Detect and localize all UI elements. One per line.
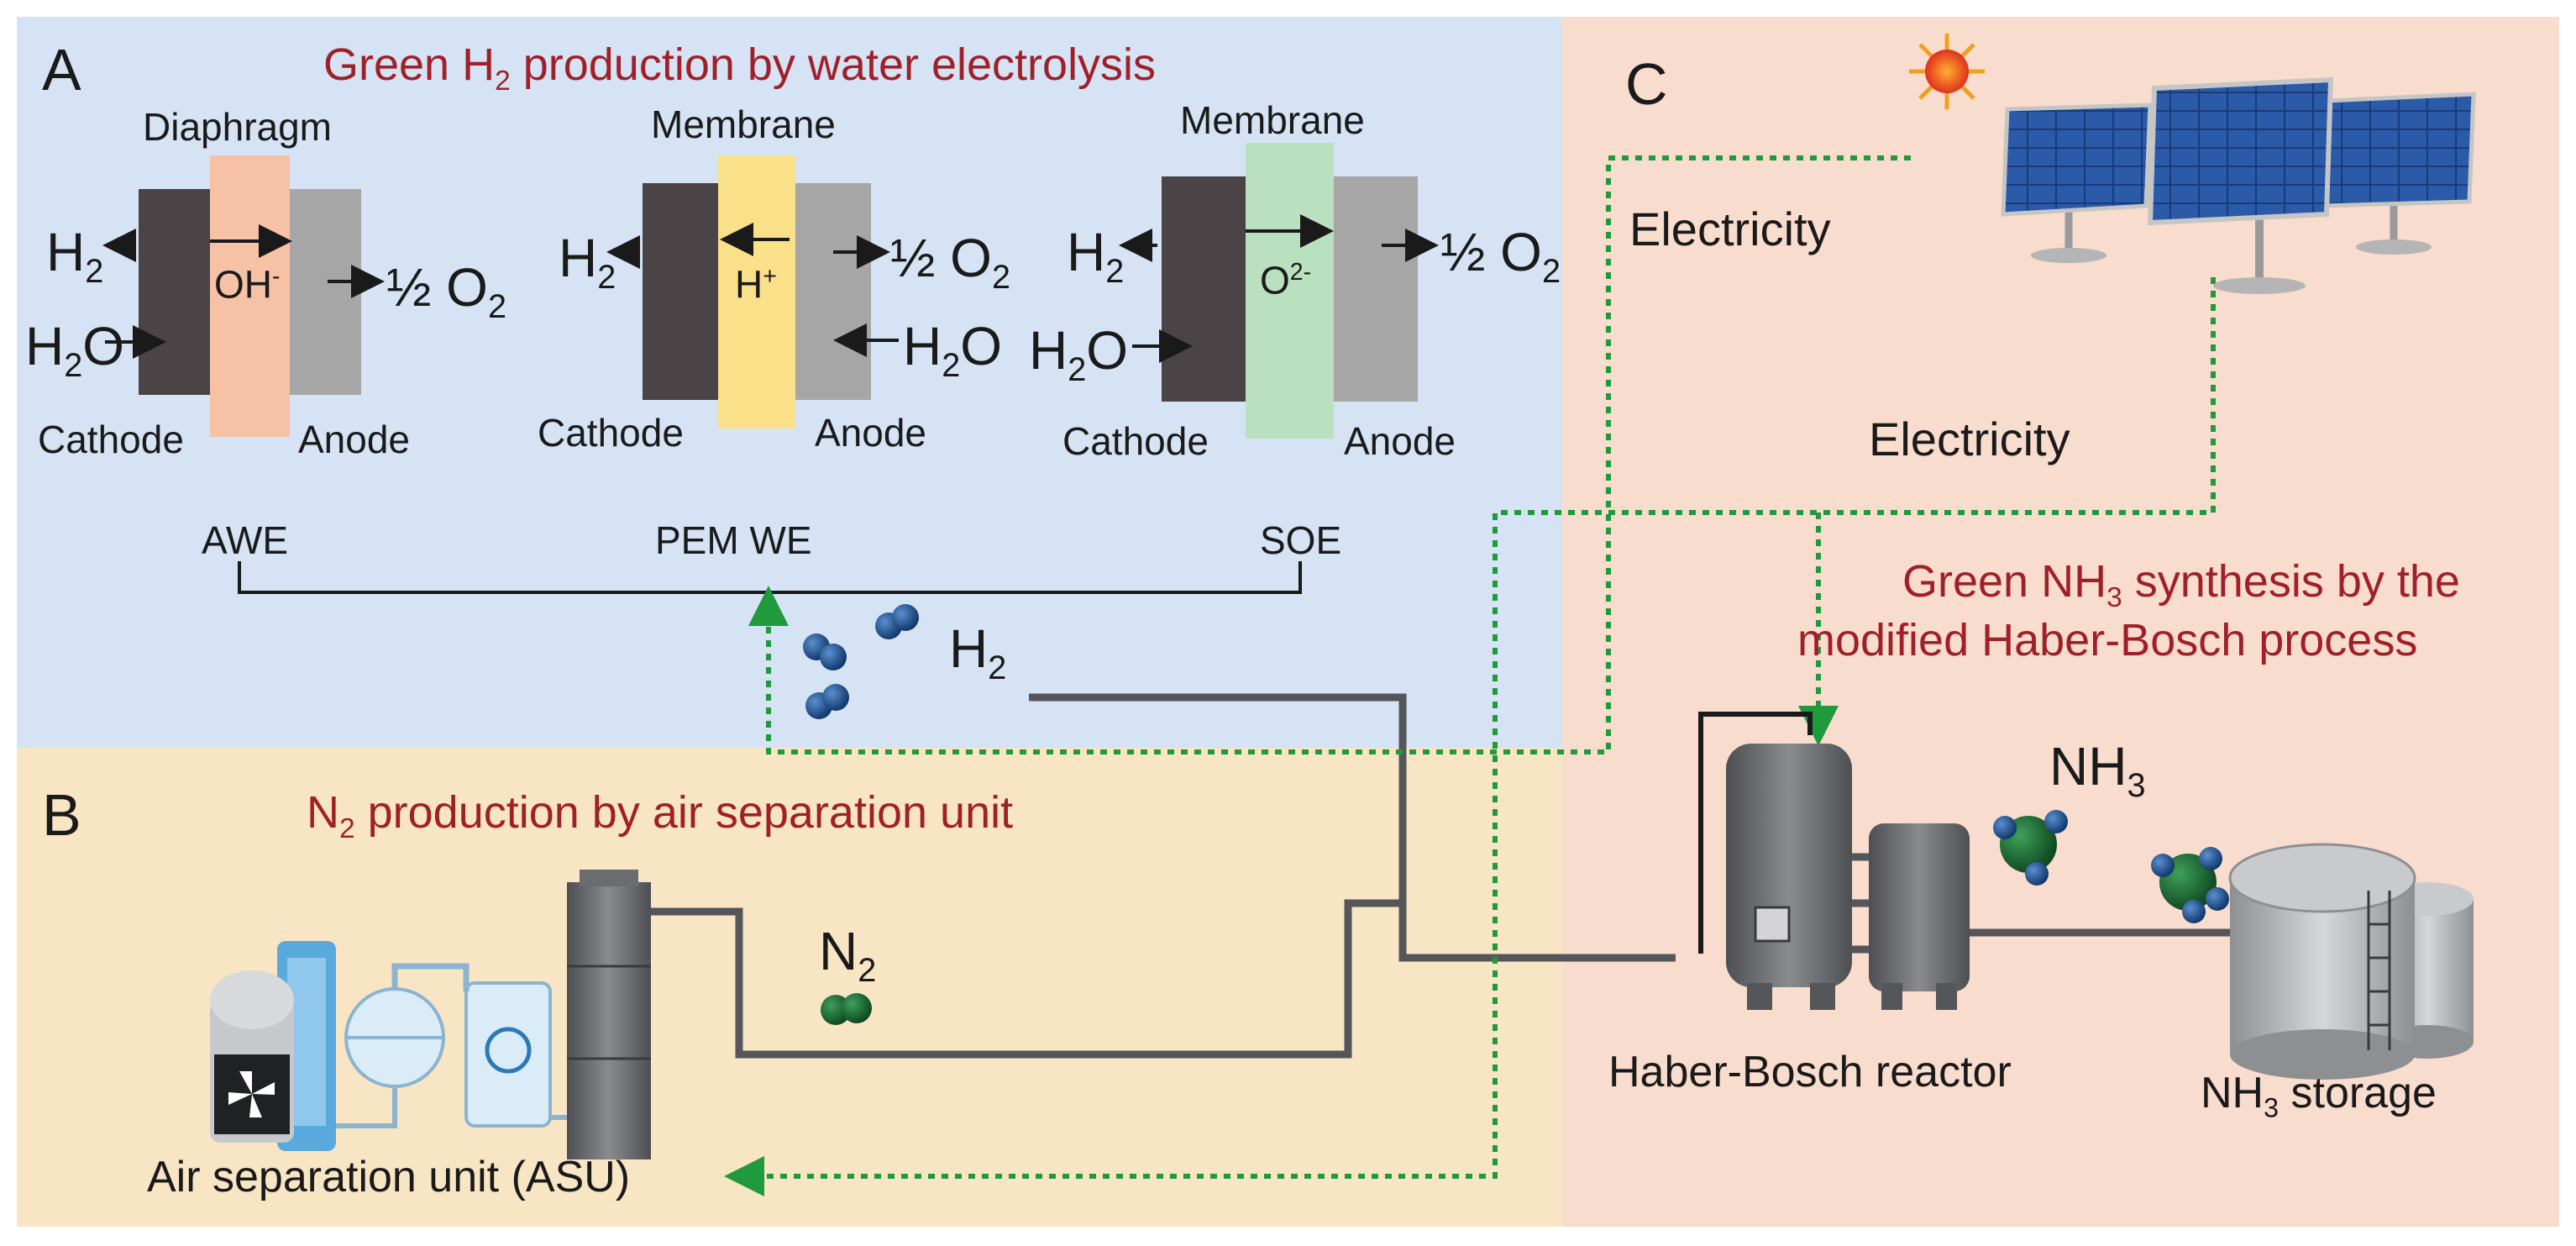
- reactor-icon: [1698, 712, 1970, 1010]
- electricity-label-2: Electricity: [1869, 413, 2070, 465]
- panel-a-title: Green H2 production by water electrolysi…: [323, 39, 1157, 97]
- awe-cathode-label: Cathode: [38, 418, 184, 461]
- awe-name-label: AWE: [202, 518, 289, 562]
- panel-c-title-line1: Green NH3 synthesis by the: [1902, 556, 2460, 613]
- electricity-label-1: Electricity: [1629, 202, 1831, 255]
- nh3-molecule-icon: [1993, 810, 2229, 923]
- soe-o2-out: ½ O2: [1440, 222, 1561, 290]
- asu-label: Air separation unit (ASU): [147, 1153, 631, 1201]
- n2-molecule-icon: [821, 993, 872, 1025]
- solar-panel-icon: [2001, 76, 2476, 294]
- panel-letter-a: A: [42, 37, 81, 103]
- h2-label: H2: [949, 618, 1007, 686]
- soe-membrane-label: Membrane: [1180, 98, 1365, 142]
- awe-anode-label: Anode: [298, 418, 411, 461]
- pem-o2-out: ½ O2: [890, 228, 1011, 296]
- awe-diaphragm-label: Diaphragm: [143, 105, 332, 149]
- pem-cathode-label: Cathode: [538, 411, 684, 455]
- awe-ion-label: OH-: [214, 262, 281, 307]
- panel-letter-b: B: [42, 782, 81, 848]
- soe-cell: [1119, 143, 1439, 439]
- pem-cell: [606, 155, 899, 428]
- reactor-label: Haber-Bosch reactor: [1608, 1048, 2012, 1096]
- soe-anode-label: Anode: [1344, 419, 1456, 463]
- soe-h2-out: H2: [1067, 222, 1125, 290]
- soe-cathode-label: Cathode: [1062, 419, 1209, 463]
- pem-h2-out: H2: [559, 228, 616, 296]
- pem-h2o-in: H2O: [903, 316, 1003, 384]
- storage-tank-icon: [2228, 843, 2474, 1080]
- soe-h2o-in: H2O: [1029, 320, 1129, 388]
- soe-name-label: SOE: [1260, 518, 1342, 562]
- pem-name-label: PEM WE: [655, 518, 812, 562]
- n2-label: N2: [819, 921, 877, 989]
- gas-pipes: [647, 693, 2234, 1059]
- electricity-lines: [724, 155, 2216, 1196]
- storage-label: NH3 storage: [2201, 1069, 2437, 1123]
- h2-molecule-icon: [803, 604, 919, 719]
- pem-membrane-label: Membrane: [651, 103, 836, 146]
- fan-icon: [228, 1071, 275, 1117]
- pem-anode-label: Anode: [815, 411, 927, 455]
- air-separation-unit-icon: [210, 870, 651, 1159]
- awe-cell: [102, 155, 385, 437]
- panel-letter-c: C: [1625, 51, 1668, 117]
- soe-ion-label: O2-: [1260, 258, 1312, 302]
- panel-c-title-line2: modified Haber-Bosch process: [1797, 615, 2418, 665]
- awe-h2o-in: H2O: [25, 316, 125, 384]
- pem-ion-label: H+: [735, 262, 777, 307]
- sun-icon: [1909, 34, 1985, 109]
- awe-h2-out: H2: [46, 222, 104, 290]
- panel-b-title: N2 production by air separation unit: [307, 787, 1014, 844]
- nh3-label: NH3: [2049, 736, 2146, 804]
- awe-o2-out: ½ O2: [386, 257, 507, 325]
